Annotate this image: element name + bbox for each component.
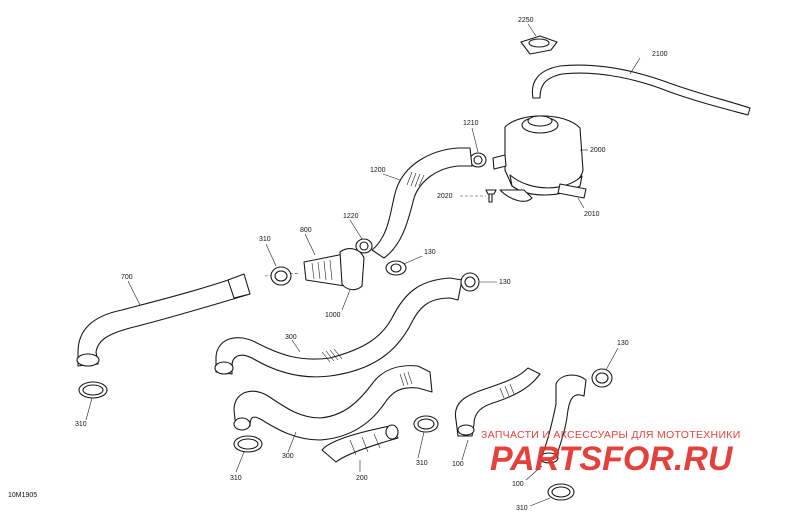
callout-300-a: 300 <box>285 334 297 341</box>
watermark: ЗАПЧАСТИ И АКСЕССУАРЫ ДЛЯ МОТОТЕХНИКИ PA… <box>481 429 741 478</box>
diagram-id: 10M1905 <box>8 492 37 499</box>
coolant-hose-1200-part[interactable] <box>371 147 473 259</box>
callout-100-b: 100 <box>512 481 524 488</box>
mounting-screw-part[interactable] <box>485 189 497 203</box>
callout-310-d: 310 <box>416 460 428 467</box>
callout-310-b: 310 <box>75 421 87 428</box>
callout-1200: 1200 <box>370 167 386 174</box>
callout-800: 800 <box>300 227 312 234</box>
hose-clamp-310c-part[interactable] <box>233 435 263 453</box>
callout-700: 700 <box>121 274 133 281</box>
coolant-hose-300-lower-part[interactable] <box>233 365 433 441</box>
watermark-brand: PARTSFOR.RU <box>490 440 734 478</box>
callout-1220: 1220 <box>343 213 359 220</box>
coolant-hose-100a-part[interactable] <box>454 367 541 437</box>
callout-310-a: 310 <box>259 236 271 243</box>
watermark-brand-suffix: .RU <box>674 440 734 478</box>
thermostat-housing-part[interactable] <box>303 248 365 291</box>
hose-clamp-310a-part[interactable] <box>270 266 292 286</box>
callout-130-b: 130 <box>499 279 511 286</box>
callout-310-c: 310 <box>230 475 242 482</box>
hose-clamp-310d-part[interactable] <box>413 415 439 433</box>
tank-strap-part[interactable] <box>557 183 587 199</box>
hose-clamp-1210-part[interactable] <box>469 152 487 168</box>
callout-100-a: 100 <box>452 461 464 468</box>
callout-2000: 2000 <box>590 147 606 154</box>
hose-clamp-310b-part[interactable] <box>78 381 108 399</box>
coolant-hose-700-part[interactable] <box>76 273 251 367</box>
coolant-expansion-tank-part[interactable] <box>492 115 584 202</box>
callout-310-e: 310 <box>516 505 528 512</box>
callout-200: 200 <box>356 475 368 482</box>
coolant-hose-300-upper-part[interactable] <box>214 277 463 378</box>
hose-clamp-130-right-part[interactable] <box>591 368 613 388</box>
callout-2250: 2250 <box>518 17 534 24</box>
callout-labels: 2250 2100 1210 2000 1200 2020 2010 1220 … <box>8 17 668 512</box>
callout-2100: 2100 <box>652 51 668 58</box>
callout-300-b: 300 <box>282 453 294 460</box>
radiator-cap-part[interactable] <box>520 35 558 55</box>
callout-2010: 2010 <box>584 211 600 218</box>
callout-130-a: 130 <box>424 249 436 256</box>
watermark-brand-main: PARTSFOR <box>490 440 674 478</box>
callout-2020: 2020 <box>437 193 453 200</box>
coolant-hose-200-part[interactable] <box>321 424 399 463</box>
callout-1210: 1210 <box>463 120 479 127</box>
hose-clamp-310e-part[interactable] <box>547 483 575 501</box>
hose-clamp-130-mid-part[interactable] <box>460 272 480 292</box>
callout-130-c: 130 <box>617 340 629 347</box>
watermark-tagline: ЗАПЧАСТИ И АКСЕССУАРЫ ДЛЯ МОТОТЕХНИКИ <box>481 429 741 441</box>
overflow-hose-part[interactable] <box>531 64 751 116</box>
callout-1000: 1000 <box>325 312 341 319</box>
hose-clamp-130-upper-part[interactable] <box>385 260 407 276</box>
coolant-hose-100b-part[interactable] <box>539 374 587 464</box>
hose-clamp-1220-part[interactable] <box>355 238 373 254</box>
